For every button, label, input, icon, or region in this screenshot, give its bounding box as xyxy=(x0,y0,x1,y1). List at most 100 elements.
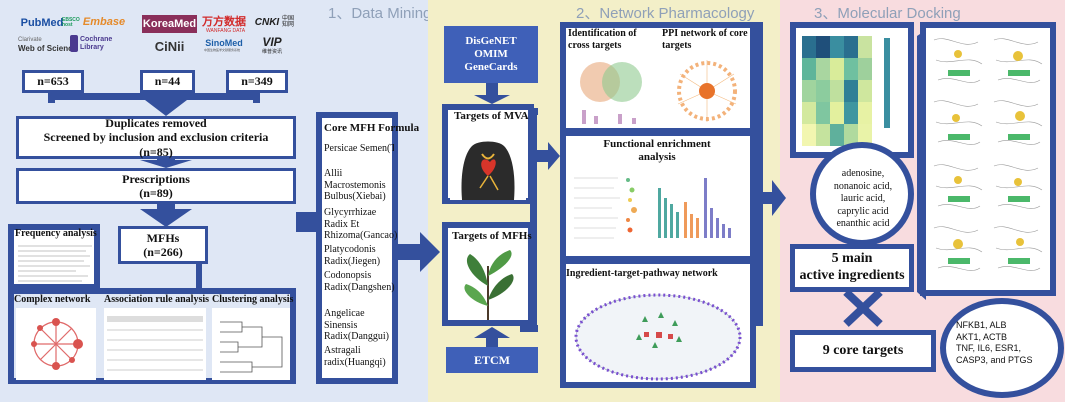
association-table-graphic xyxy=(107,316,203,371)
association-table-thumbnail xyxy=(104,308,206,380)
cross-line-2 xyxy=(843,289,883,327)
clustering-dendrogram-graphic xyxy=(220,321,283,373)
prescriptions-line-2: (n=89) xyxy=(139,186,173,200)
venn-graphic xyxy=(580,62,642,124)
target-line-4: CASP3, and PTGS xyxy=(956,355,1033,366)
enrichment-thumbnail xyxy=(568,168,748,256)
complex-network-graphic xyxy=(31,318,83,370)
funnel-stem-right xyxy=(253,93,260,103)
arrow-formula-to-mfhs xyxy=(398,232,440,272)
torso-illustration xyxy=(450,124,526,200)
targets-ring xyxy=(940,298,1064,398)
formula-item-6: Angelicae Sinensis Radix(Danggui) xyxy=(324,308,389,342)
funnel-bar xyxy=(48,93,260,100)
docking-poses-thumbnail xyxy=(928,30,1048,288)
arrow-to-mfhs-shaft xyxy=(157,203,175,211)
cochrane-logo-1: Cochrane xyxy=(80,36,113,43)
ingredient-5: enanthic acid xyxy=(836,218,890,229)
arrow-to-prescriptions-head xyxy=(140,160,192,168)
cinii-logo: CiNii xyxy=(154,38,185,54)
venn-thumbnail xyxy=(568,54,656,128)
etcm-box: ETCM xyxy=(446,347,538,373)
target-line-1: NFKB1, ALB xyxy=(956,320,1007,330)
arrow-to-docking xyxy=(763,180,786,216)
enrichment-label-1: Functional enrichment xyxy=(603,138,711,150)
ingredient-1: adenosine, xyxy=(841,168,885,179)
bracket-vertical xyxy=(530,108,537,332)
heatmap-graphic xyxy=(802,36,890,146)
formula-item-1: Persicae Semen(Taoren) xyxy=(324,143,394,154)
clustering-dendrogram-thumbnail xyxy=(212,308,290,380)
target-line-3: TNF, IL6, ESR1, xyxy=(956,343,1022,354)
association-rule-label: Association rule analysis xyxy=(104,294,210,305)
complex-network-label: Complex network xyxy=(14,294,91,305)
sinomed-logo: SinoMed xyxy=(205,38,243,48)
wanfang-sub: WANFANG DATA xyxy=(206,28,246,34)
vip-sub: 维普资讯 xyxy=(262,49,283,55)
disease-databases-box: DisGeNET OMIM GeneCards xyxy=(444,26,538,83)
arrow-db-head xyxy=(474,95,510,104)
cnki-logo: CNKI xyxy=(254,16,280,28)
formula-item-4: Platycodonis Radix(Jiegen) xyxy=(324,244,381,267)
itp-network-graphic xyxy=(574,293,742,381)
enrichment-graphic xyxy=(574,177,731,239)
formula-item-3: Glycyrrhizae Radix Et Rhizoma(Gancao) xyxy=(324,207,398,241)
cross-targets-label: Identification of cross targets xyxy=(568,28,637,51)
screening-line-3: (n=85) xyxy=(139,144,173,159)
main-ingredients-box: 5 main active ingredients xyxy=(790,244,914,292)
molecular-docking-title: 3、Molecular Docking xyxy=(814,5,961,22)
core-formula-title: Core MFH Formula xyxy=(324,122,420,134)
vip-logo: VIP xyxy=(262,35,282,49)
itp-network-label: Ingredient-target-pathway network xyxy=(566,268,718,279)
mfhs-line-2: (n=266) xyxy=(143,245,183,259)
plant-graphic xyxy=(464,250,514,320)
frequency-table-thumbnail xyxy=(16,242,94,284)
count-3: n=349 xyxy=(241,74,273,89)
arrow-db-shaft xyxy=(486,83,498,95)
cnki-sub: 中国知网 xyxy=(282,16,295,28)
koreamed-logo: KoreaMed xyxy=(142,15,197,33)
targets-mva-label: Targets of MVA xyxy=(454,110,529,122)
complex-network-thumbnail xyxy=(16,308,96,380)
funnel-stem-mid xyxy=(162,93,170,103)
embase-logo: Embase xyxy=(82,16,126,28)
funnel-stem-left xyxy=(48,93,55,103)
enrichment-label-2: analysis xyxy=(638,151,676,163)
count-box-3: n=349 xyxy=(226,70,288,93)
targets-mfhs-label: Targets of MFHs xyxy=(452,230,532,242)
arrow-to-mfhs-head xyxy=(140,209,192,227)
data-mining-title: 1、Data Mining xyxy=(328,5,432,22)
ingredient-4: caprylic acid xyxy=(837,205,889,217)
arrow-to-screening xyxy=(145,100,187,116)
clarivate-logo: Clarivate xyxy=(18,37,42,43)
docking-poses-graphic xyxy=(933,38,1043,271)
ppi-thumbnail xyxy=(664,54,750,128)
db-line-1: DisGeNET xyxy=(465,34,517,47)
prescriptions-line-1: Prescriptions xyxy=(122,171,190,186)
arrow-to-network xyxy=(537,142,560,170)
mfhs-box: MFHs (n=266) xyxy=(118,226,208,264)
formula-item-5: Codonopsis Radix(Dangshen) xyxy=(324,270,395,293)
count-box-1: n=653 xyxy=(22,70,84,93)
plant-illustration xyxy=(450,246,526,320)
network-pharmacology-title: 2、Network Pharmacology xyxy=(576,5,755,22)
network-bracket-vertical xyxy=(756,22,763,326)
ppi-network-label: PPI network of core targets xyxy=(662,28,748,51)
clustering-label: Clustering analysis xyxy=(212,294,294,305)
screening-line-1: Duplicates removed xyxy=(105,115,207,130)
frequency-table-graphic xyxy=(18,245,92,282)
count-box-2: n=44 xyxy=(140,70,195,93)
formula-item-7: Astragali radix(Huangqi) xyxy=(324,345,386,368)
ebsco-logo: EBSCO host xyxy=(62,17,80,28)
core-targets-box: 9 core targets xyxy=(790,330,936,372)
screening-line-2: Screened by inclusion and exclusion crit… xyxy=(43,130,269,145)
targets-list: NFKB1, ALB AKT1, ACTB TNF, IL6, ESR1, CA… xyxy=(956,320,1052,367)
main-ingredients-line-1: 5 main xyxy=(831,251,873,267)
arrow-etcm-up xyxy=(474,327,510,338)
ingredient-3: lauric acid, xyxy=(840,193,886,204)
cochrane-icon xyxy=(70,35,78,52)
formula-item-2: Allii Macrostemonis Bulbus(Xiebai) xyxy=(324,168,386,202)
core-targets-label: 9 core targets xyxy=(822,342,904,358)
screening-box: Duplicates removed Screened by inclusion… xyxy=(16,116,296,159)
web-of-science-logo: Web of Science xyxy=(18,44,77,53)
